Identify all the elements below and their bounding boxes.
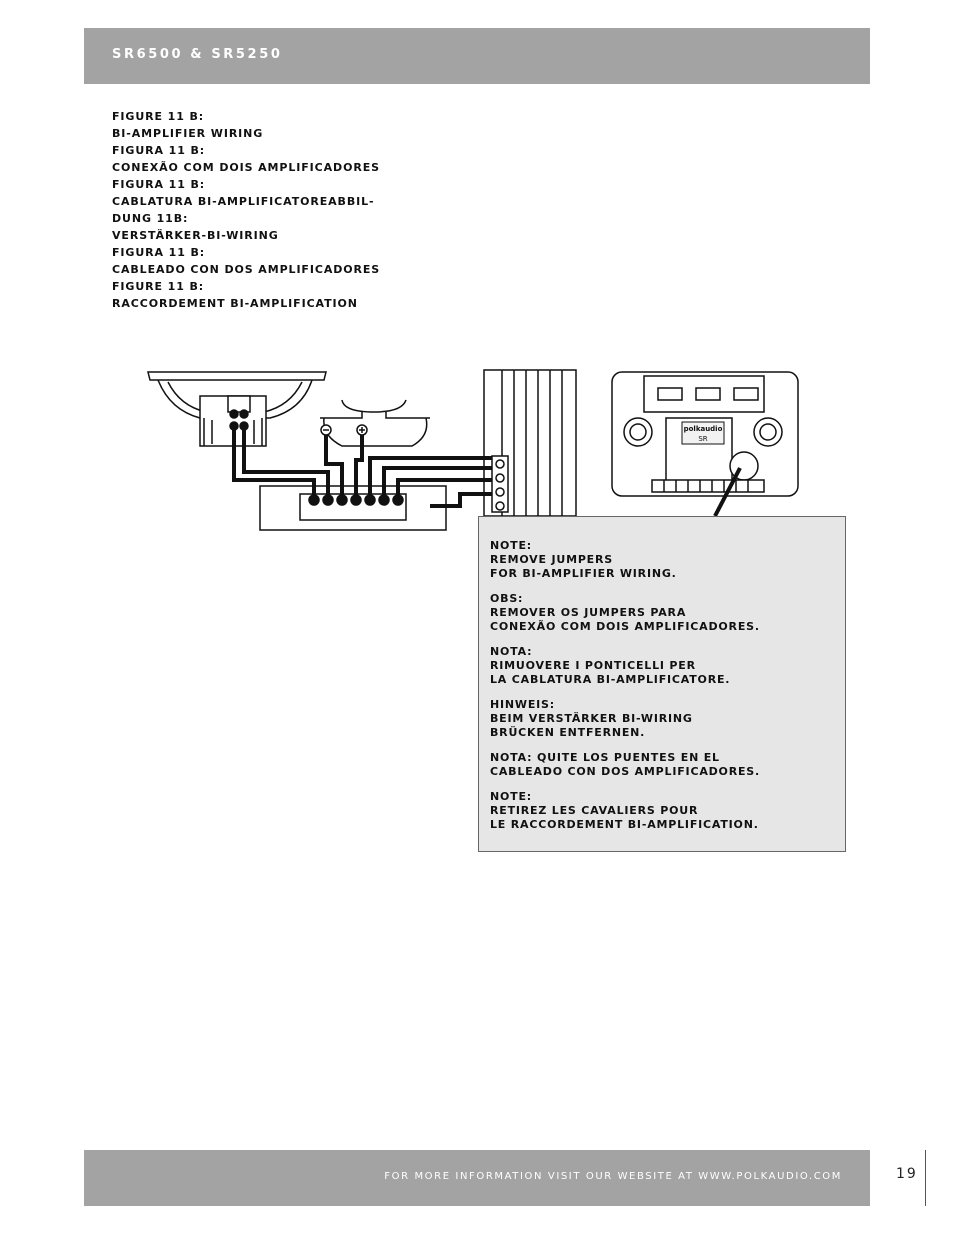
note-line: CONEXÃO COM DOIS AMPLIFICADORES. [490,620,760,633]
header-bar: SR6500 & SR5250 [84,28,870,84]
crossover-label-plate [681,421,725,445]
note-line: REMOVE JUMPERS [490,553,613,566]
page-number-divider [925,1150,926,1206]
note-line: BRÜCKEN ENTFERNEN. [490,726,646,739]
woofer-illustration [147,371,327,447]
caption-line: BI-AMPLIFIER WIRING [112,127,264,140]
note-italian: NOTA: RIMUOVERE I PONTICELLI PER LA CABL… [490,645,845,687]
note-box: NOTE: REMOVE JUMPERS FOR BI-AMPLIFIER WI… [478,516,846,852]
speaker-wires [232,430,742,517]
footer-bar: FOR MORE INFORMATION VISIT OUR WEBSITE A… [84,1150,870,1206]
note-line: CABLEADO CON DOS AMPLIFICADORES. [490,765,760,778]
note-line: NOTA: QUITE LOS PUENTES EN EL [490,751,720,764]
note-line: FOR BI-AMPLIFIER WIRING. [490,567,677,580]
caption-line: CABLATURA BI-AMPLIFICATOREABBIL- [112,195,375,208]
header-title: SR6500 & SR5250 [112,47,283,62]
note-german: HINWEIS: BEIM VERSTÄRKER BI-WIRING BRÜCK… [490,698,845,740]
caption-line: FIGURA 11 B: [112,246,206,259]
wiring-diagram: polkaudio SR [147,369,799,531]
note-portuguese: OBS: REMOVER OS JUMPERS PARA CONEXÃO COM… [490,592,845,634]
note-line: REMOVER OS JUMPERS PARA [490,606,687,619]
caption-line: FIGURA 11 B: [112,178,206,191]
note-line: BEIM VERSTÄRKER BI-WIRING [490,712,693,725]
note-line: HINWEIS: [490,698,555,711]
note-line: NOTE: [490,790,532,803]
note-english: NOTE: REMOVE JUMPERS FOR BI-AMPLIFIER WI… [490,539,845,581]
note-line: RIMUOVERE I PONTICELLI PER [490,659,696,672]
caption-line: CABLEADO CON DOS AMPLIFICADORES [112,263,381,276]
caption-line: DUNG 11B: [112,212,189,225]
crossover-brand: polkaudio [684,425,723,433]
note-french: NOTE: RETIREZ LES CAVALIERS POUR LE RACC… [490,790,845,832]
note-line: NOTA: [490,645,533,658]
crossover-model: SR [698,435,707,443]
footer-website-text: FOR MORE INFORMATION VISIT OUR WEBSITE A… [384,1171,842,1182]
caption-line: CONEXÃO COM DOIS AMPLIFICADORES [112,161,380,174]
caption-line: VERSTÄRKER-BI-WIRING [112,229,279,242]
terminal-block [259,485,447,531]
caption-line: RACCORDEMENT BI-AMPLIFICATION [112,297,358,310]
note-spanish: NOTA: QUITE LOS PUENTES EN EL CABLEADO C… [490,751,845,779]
note-line: LA CABLATURA BI-AMPLIFICATORE. [490,673,731,686]
note-line: NOTE: [490,539,532,552]
caption-line: FIGURA 11 B: [112,144,206,157]
tweeter-illustration [320,399,430,447]
caption-line: FIGURE 11 B: [112,110,205,123]
figure-captions: FIGURE 11 B: BI-AMPLIFIER WIRING FIGURA … [112,108,472,312]
note-line: OBS: [490,592,524,605]
amplifier-illustration [483,369,577,517]
page-number: 19 [896,1166,918,1182]
note-line: LE RACCORDEMENT BI-AMPLIFICATION. [490,818,759,831]
caption-line: FIGURE 11 B: [112,280,205,293]
note-line: RETIREZ LES CAVALIERS POUR [490,804,699,817]
